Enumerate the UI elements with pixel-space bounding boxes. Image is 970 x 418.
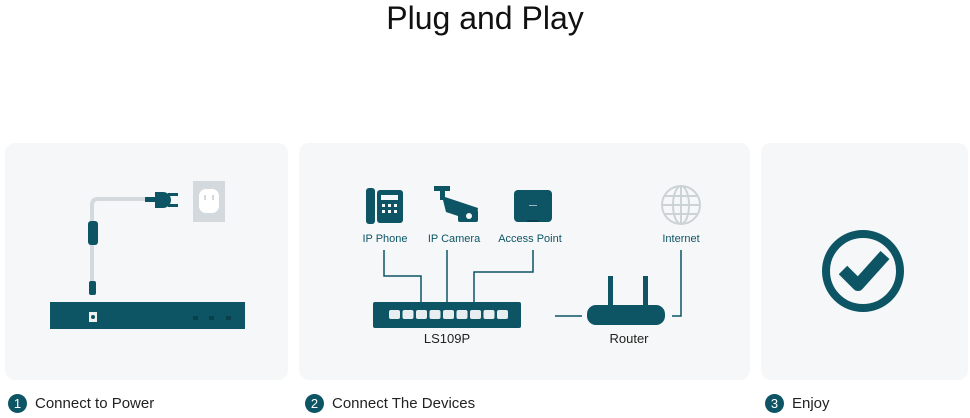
step-label: Connect to Power bbox=[35, 395, 155, 412]
ip-camera-label: IP Camera bbox=[427, 233, 481, 245]
switch-label: LS109P bbox=[423, 331, 471, 346]
internet-globe-icon bbox=[661, 185, 701, 225]
step-1: 1 Connect to Power bbox=[8, 394, 154, 413]
ethernet-port bbox=[389, 310, 400, 319]
access-point-icon bbox=[514, 190, 552, 222]
ip-camera-icon bbox=[434, 186, 478, 222]
panel-enjoy bbox=[761, 143, 968, 380]
panel-connect-power bbox=[5, 143, 288, 380]
switch-rear-icon bbox=[50, 302, 245, 329]
step-label: Connect The Devices bbox=[332, 395, 476, 412]
ethernet-port bbox=[456, 310, 468, 319]
step-number: 2 bbox=[305, 394, 324, 413]
step-2: 2 Connect The Devices bbox=[305, 394, 475, 413]
ethernet-port bbox=[429, 310, 441, 319]
step-number: 3 bbox=[765, 394, 784, 413]
step-number: 1 bbox=[8, 394, 27, 413]
ethernet-port bbox=[483, 310, 495, 319]
page-title: Plug and Play bbox=[386, 0, 584, 36]
ip-phone-icon bbox=[366, 188, 403, 224]
router-icon bbox=[587, 276, 665, 325]
outlet-icon bbox=[193, 181, 225, 222]
access-point-label: Access Point bbox=[498, 233, 562, 245]
power-cable-icon bbox=[88, 192, 178, 295]
ethernet-port bbox=[416, 310, 427, 319]
network-cables bbox=[383, 250, 682, 317]
ethernet-port bbox=[402, 310, 414, 319]
panel-connect-devices bbox=[299, 143, 750, 380]
internet-label: Internet bbox=[662, 233, 700, 245]
step-3: 3 Enjoy bbox=[765, 394, 830, 413]
ip-phone-label: IP Phone bbox=[362, 233, 408, 245]
ethernet-port bbox=[443, 310, 454, 319]
ethernet-port bbox=[470, 310, 481, 319]
ls109p-switch-icon bbox=[373, 302, 521, 328]
step-label: Enjoy bbox=[792, 395, 830, 412]
router-label: Router bbox=[609, 331, 649, 346]
ethernet-port bbox=[497, 310, 508, 319]
checkmark-icon bbox=[822, 230, 904, 312]
